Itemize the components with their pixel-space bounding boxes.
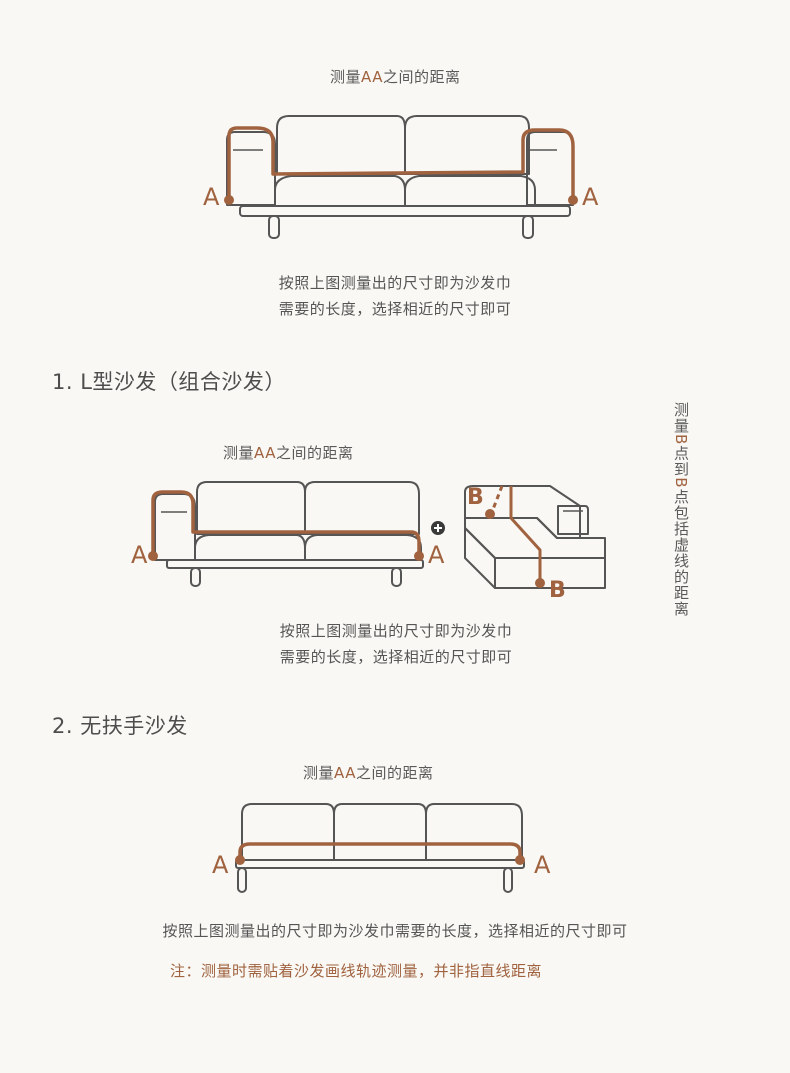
marker-a-left: A [203,183,220,211]
marker-b-bottom: B [549,578,566,603]
marker-a-right: A [534,851,551,879]
side-note-b: B [672,434,690,446]
marker-a-left: A [212,851,229,879]
section2-description: 按照上图测量出的尺寸即为沙发巾需要的长度，选择相近的尺寸即可 [162,922,628,940]
measurement-note: 注：测量时需贴着沙发画线轨迹测量，并非指直线距离 [170,962,543,980]
section1-caption: 测量AA之间的距离 [223,442,353,463]
sofa-l-main-illustration [148,481,424,587]
caption-suffix: 之间的距离 [355,764,434,782]
caption-suffix: 之间的距离 [275,444,354,462]
sofa-two-seat-illustration [224,115,578,239]
caption-highlight: AA [334,764,356,782]
caption-suffix: 之间的距离 [382,68,461,86]
sofa-armless-illustration [235,803,525,893]
side-note-part: 测量 [672,402,690,434]
side-note-part: 点到 [672,445,690,478]
section1-description: 按照上图测量出的尺寸即为沙发巾 需要的长度，选择相近的尺寸即可 [196,618,596,670]
description-line-2: 需要的长度，选择相近的尺寸即可 [279,648,513,666]
caption-prefix: 测量 [223,444,255,462]
section2-caption: 测量AA之间的距离 [303,762,433,783]
marker-a-left: A [131,541,148,569]
caption-highlight: AA [361,68,383,86]
description-line-1: 按照上图测量出的尺寸即为沙发巾 [279,622,513,640]
sofa-chaise-illustration [464,485,606,589]
caption-prefix: 测量 [330,68,362,86]
marker-a-right: A [428,541,445,569]
section2-heading: 2. 无扶手沙发 [52,714,188,738]
marker-a-right: A [582,183,599,211]
side-note-b: B [672,477,690,489]
description-line-1: 按照上图测量出的尺寸即为沙发巾 [278,274,512,292]
section0-description: 按照上图测量出的尺寸即为沙发巾 需要的长度，选择相近的尺寸即可 [195,270,595,322]
plus-circle-icon [431,521,445,535]
side-note-part: 点包括虚线的距离 [672,488,690,617]
section0-caption: 测量AA之间的距离 [330,66,460,87]
caption-highlight: AA [254,444,276,462]
description-line-2: 需要的长度，选择相近的尺寸即可 [278,300,512,318]
side-note-vertical: 测量B点到B点包括虚线的距离 [672,402,690,617]
marker-b-top: B [467,485,484,510]
section1-heading: 1. L型沙发（组合沙发） [52,370,286,394]
caption-prefix: 测量 [303,764,335,782]
